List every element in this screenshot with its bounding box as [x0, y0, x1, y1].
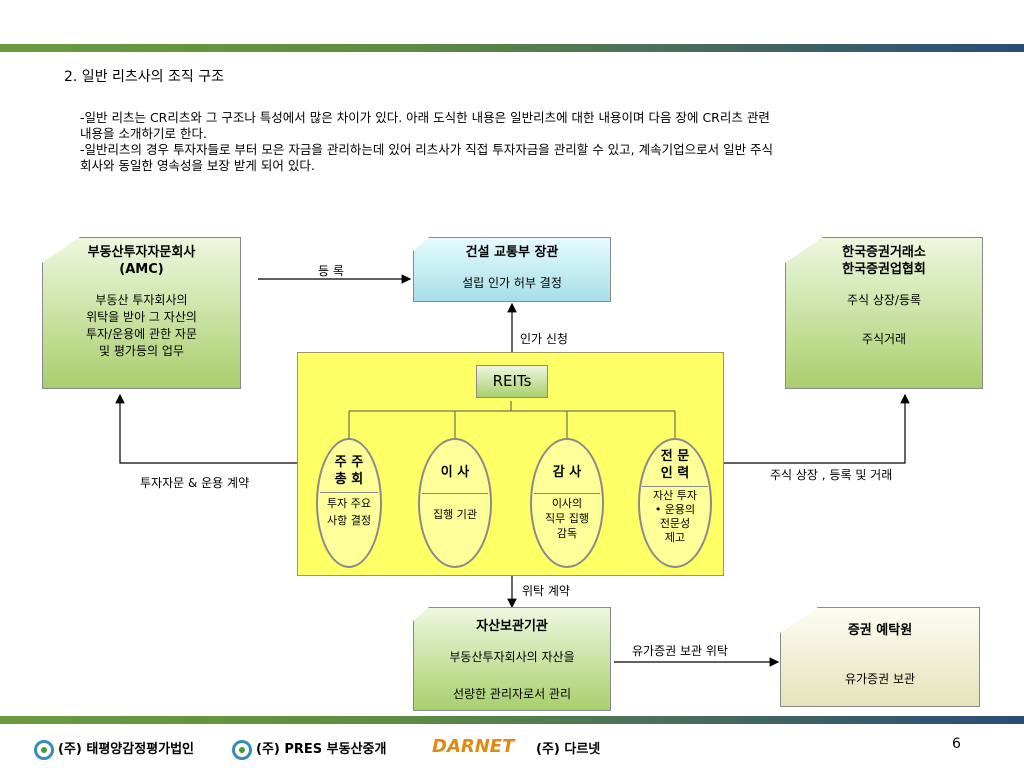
depository-box: 증권 예탁원 유가증권 보관	[780, 607, 980, 707]
custodian-body-2: 선량한 관리자로서 관리	[452, 687, 572, 701]
oval-body: 자산 투자	[653, 489, 697, 502]
oval-body: 제고	[664, 531, 686, 544]
oval-experts: 전 문 인 력 자산 투자 • 운용의 전문성 제고	[638, 438, 712, 568]
reits-label: REITs	[476, 365, 548, 398]
footer-bar	[0, 716, 1024, 724]
exchange-body-2: 주식거래	[861, 332, 907, 346]
label-listing-trading: 주식 상장 , 등록 및 거래	[770, 468, 893, 482]
oval-body: 이사의	[551, 497, 583, 510]
oval-body: 집행 기관	[433, 508, 477, 521]
amc-body-line: 및 평가등의 업무	[99, 344, 184, 358]
depository-title: 증권 예탁원	[847, 623, 913, 638]
oval-body: 사항 결정	[327, 514, 371, 527]
arrow-advisory	[115, 393, 297, 464]
ministry-box: 건설 교통부 장관 설립 인가 허부 결정	[413, 237, 611, 302]
amc-box: 부동산투자자문회사 (AMC) 부동산 투자회사의 위탁을 받아 그 자산의 투…	[42, 237, 241, 389]
reits-container: REITs 주 주 총 회 투자 주요 사항 결정 이 사 집행 기관 감 사 …	[297, 352, 724, 576]
ministry-title: 건설 교통부 장관	[465, 245, 559, 260]
arrow-listing	[724, 393, 910, 464]
custodian-body-1: 부동산투자회사의 자산을	[449, 650, 575, 664]
oval-title: 이 사	[440, 465, 470, 480]
oval-directors: 이 사 집행 기관	[418, 438, 492, 568]
amc-title: 부동산투자자문회사	[87, 245, 196, 260]
amc-body-line: 위탁을 받아 그 자산의	[86, 310, 197, 324]
company-2-name: (주) PRES 부동산중개	[256, 742, 387, 757]
oval-body: • 운용의	[654, 503, 696, 516]
label-approval-request: 인가 신청	[520, 332, 568, 346]
oval-title: 전 문	[660, 449, 690, 464]
exchange-box: 한국증권거래소 한국증권업협회 주식 상장/등록 주식거래	[785, 237, 983, 389]
custodian-box: 자산보관기관 부동산투자회사의 자산을 선량한 관리자로서 관리	[413, 607, 611, 711]
oval-title: 주 주	[334, 455, 364, 470]
label-securities-custody: 유가증권 보관 위탁	[632, 644, 728, 658]
company-logo-icon	[232, 739, 252, 760]
header-bar	[0, 44, 1024, 52]
oval-shareholders: 주 주 총 회 투자 주요 사항 결정	[316, 438, 382, 568]
oval-body: 전문성	[659, 517, 691, 530]
label-trust-contract: 위탁 계약	[522, 584, 570, 598]
amc-subtitle: (AMC)	[119, 262, 164, 277]
oval-title: 총 회	[334, 472, 364, 487]
oval-body: 투자 주요	[327, 497, 371, 510]
amc-body-line: 부동산 투자회사의	[95, 293, 188, 307]
desc-line: 회사와 동일한 영속성을 보장 받게 되어 있다.	[80, 158, 315, 173]
reits-tree-lines	[348, 401, 676, 438]
footer-company-2: (주) PRES 부동산중개	[232, 738, 386, 760]
oval-title: 감 사	[552, 465, 582, 480]
footer-company-3: (주) 다르넷	[536, 742, 601, 757]
darnet-logo: DARNET	[432, 736, 515, 757]
company-logo-icon	[34, 739, 54, 760]
company-1-name: (주) 태평양감정평가법인	[58, 742, 195, 757]
page-number: 6	[952, 736, 961, 752]
oval-title: 인 력	[660, 466, 690, 481]
exchange-body-1: 주식 상장/등록	[846, 293, 922, 307]
desc-line: 내용을 소개하기로 한다.	[80, 126, 207, 141]
desc-line: -일반 리츠는 CR리츠와 그 구조나 특성에서 많은 차이가 있다. 아래 도…	[80, 110, 770, 125]
oval-body: 감독	[556, 527, 578, 540]
oval-auditor: 감 사 이사의 직무 집행 감독	[530, 438, 604, 568]
label-register: 등 록	[318, 264, 344, 278]
amc-body-line: 투자/운용에 관한 자문	[85, 327, 198, 341]
exchange-title: 한국증권거래소	[842, 245, 926, 260]
description: -일반 리츠는 CR리츠와 그 구조나 특성에서 많은 차이가 있다. 아래 도…	[80, 110, 1024, 174]
custodian-title: 자산보관기관	[476, 619, 548, 634]
label-advisory-contract: 투자자문 & 운용 계약	[140, 476, 250, 490]
ministry-body: 설립 인가 허부 결정	[462, 276, 562, 290]
section-title: 2. 일반 리츠사의 조직 구조	[64, 69, 224, 85]
desc-line: -일반리츠의 경우 투자자들로 부터 모은 자금을 관리하는데 있어 리츠사가 …	[80, 142, 774, 157]
footer-company-1: (주) 태평양감정평가법인	[34, 738, 194, 760]
exchange-title-2: 한국증권업협회	[842, 262, 926, 277]
oval-body: 직무 집행	[545, 512, 589, 525]
depository-body: 유가증권 보관	[844, 672, 916, 686]
